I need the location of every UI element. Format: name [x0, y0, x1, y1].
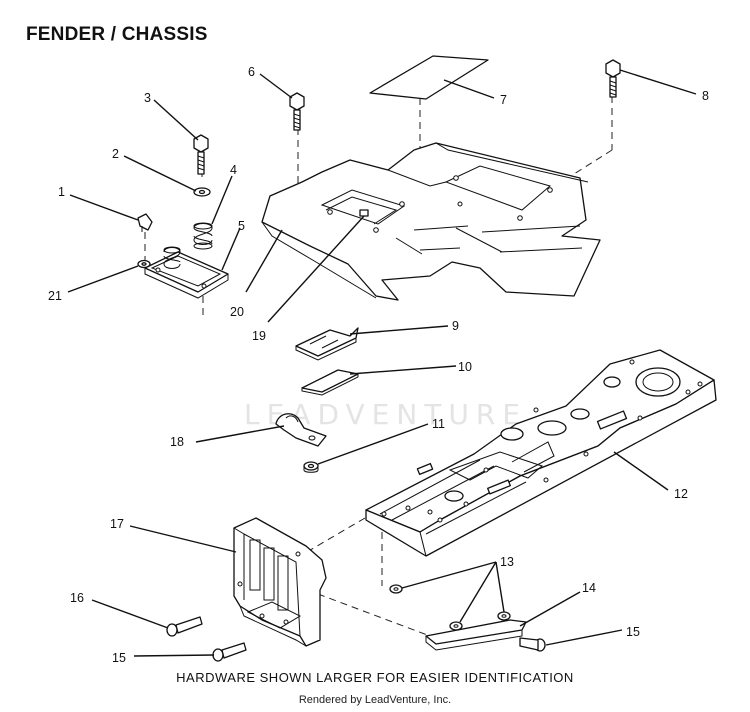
callout-13[interactable]: 13: [500, 555, 514, 569]
part-21-nut[interactable]: [137, 259, 151, 269]
callout-15-right[interactable]: 15: [626, 625, 640, 639]
page-title: FENDER / CHASSIS: [26, 24, 208, 45]
part-11-nut[interactable]: [303, 461, 319, 473]
part-17-rear-panel[interactable]: [233, 517, 327, 647]
callout-16[interactable]: 16: [70, 591, 84, 605]
part-13-bushing-a[interactable]: [389, 584, 403, 594]
part-14-cross-bar[interactable]: [425, 619, 527, 651]
part-9-bracket[interactable]: [295, 327, 359, 361]
callout-leader-lines: [67, 69, 697, 657]
part-10-strap[interactable]: [301, 369, 359, 396]
callout-11[interactable]: 11: [432, 417, 445, 431]
callout-18[interactable]: 18: [170, 435, 184, 449]
callout-4[interactable]: 4: [230, 163, 237, 177]
part-16-bolt[interactable]: [166, 616, 203, 637]
callout-21[interactable]: 21: [48, 289, 62, 303]
callout-15-left[interactable]: 15: [112, 651, 126, 665]
part-4-spring[interactable]: [193, 222, 213, 250]
part-5-seat-plate[interactable]: [144, 246, 229, 299]
part-2-washer[interactable]: [193, 187, 211, 197]
callout-17[interactable]: 17: [110, 517, 124, 531]
part-13-bushing-b[interactable]: [449, 621, 463, 631]
callout-12[interactable]: 12: [674, 487, 688, 501]
callout-19[interactable]: 19: [252, 329, 266, 343]
part-18-clamp[interactable]: [275, 413, 327, 447]
callout-numbers: 1 2 3 4 5 6 7 8 9 10 11 12 13 14 15 15 1…: [48, 65, 709, 665]
part-12-chassis-frame[interactable]: [365, 349, 717, 557]
render-credit: Rendered by LeadVenture, Inc.: [298, 694, 452, 706]
callout-2[interactable]: 2: [112, 147, 119, 161]
callout-7[interactable]: 7: [500, 93, 507, 107]
callout-1[interactable]: 1: [58, 185, 65, 199]
callout-10[interactable]: 10: [458, 360, 472, 374]
callout-6[interactable]: 6: [248, 65, 255, 79]
part-15-bolt-right[interactable]: [519, 637, 546, 652]
callout-8[interactable]: 8: [702, 89, 709, 103]
part-15-bolt-left[interactable]: [212, 642, 247, 662]
part-13-bushing-c[interactable]: [497, 611, 511, 621]
callout-9[interactable]: 9: [452, 319, 459, 333]
callout-14[interactable]: 14: [582, 581, 596, 595]
part-20-fender[interactable]: [261, 142, 601, 301]
part-1-clip[interactable]: [137, 213, 153, 232]
hardware-note: HARDWARE SHOWN LARGER FOR EASIER IDENTIF…: [176, 670, 574, 685]
callout-5[interactable]: 5: [238, 219, 245, 233]
part-7-decal[interactable]: [369, 55, 489, 100]
callout-20[interactable]: 20: [230, 305, 244, 319]
part-6-bolt[interactable]: [289, 92, 305, 131]
part-8-bolt[interactable]: [605, 59, 621, 98]
part-3-bolt[interactable]: [193, 134, 209, 175]
callout-3[interactable]: 3: [144, 91, 151, 105]
